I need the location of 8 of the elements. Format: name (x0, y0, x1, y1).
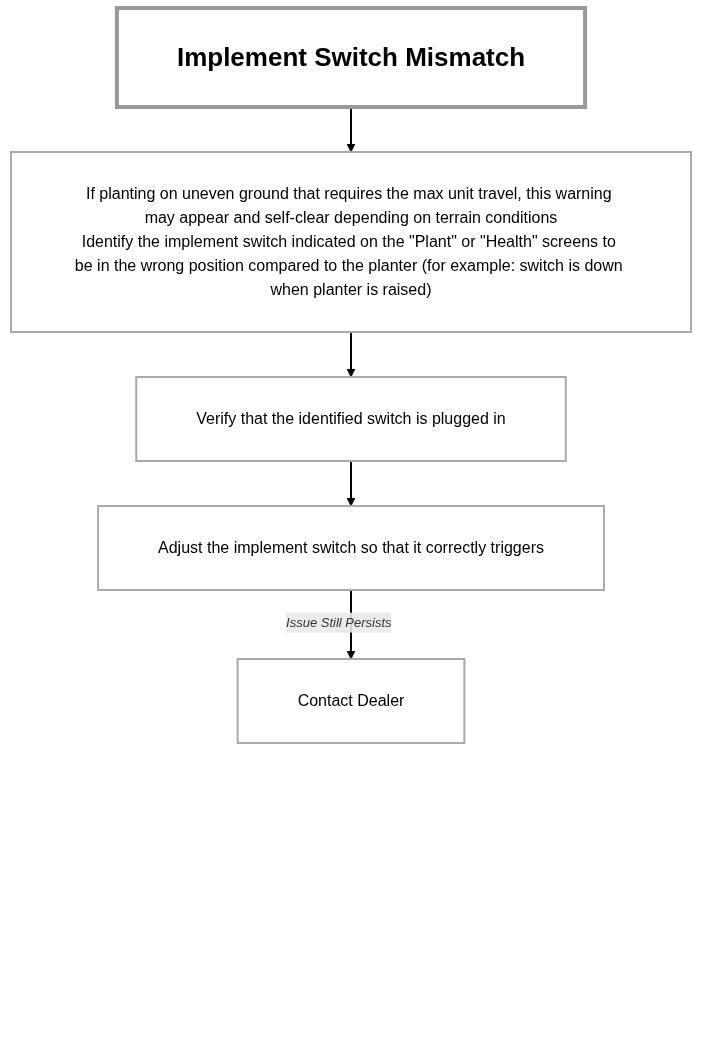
node-box: Adjust the implement switch so that it correctly triggers (97, 505, 605, 591)
node-box: Verify that the identified switch is plugged in (135, 376, 567, 462)
arrow (346, 460, 356, 507)
node-box: Implement Switch Mismatch (114, 6, 588, 109)
node-box: If planting on uneven ground that requires the max unit travel, this warning may appear and self-clear depending on terrain conditions Identify the implement switch indicated on the "Plant" or "Health" screens to be in the wrong position compared to the planter (for example: switch is down when planter is raised) (10, 151, 692, 333)
node-box: Contact Dealer (236, 658, 466, 744)
arrow (346, 331, 356, 378)
edge-label: Issue Still Persists (286, 614, 392, 630)
